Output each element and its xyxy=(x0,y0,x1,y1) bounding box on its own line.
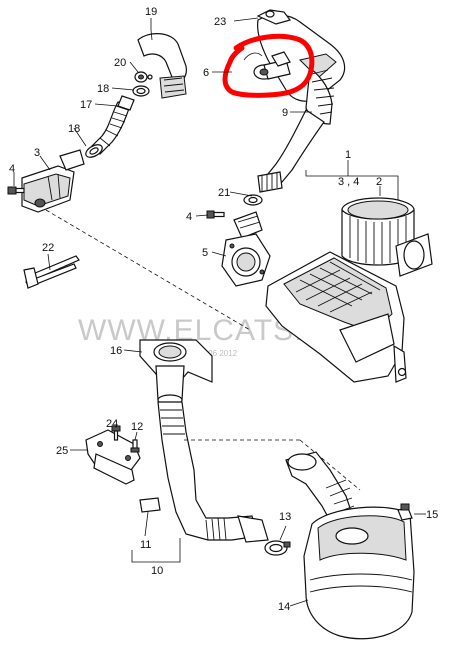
leader-lines xyxy=(13,17,426,607)
callout-3: 3 xyxy=(34,147,40,159)
flange-5 xyxy=(221,233,271,287)
callout-1: 1 xyxy=(345,149,351,161)
strap-22 xyxy=(23,255,80,289)
bolt-4-center xyxy=(206,210,225,219)
callout-labels: 19 20 18 17 18 23 6 9 3 4 1 3 , 4 2 21 4… xyxy=(9,6,438,613)
connector-elbow xyxy=(233,211,263,239)
callout-22: 22 xyxy=(42,242,54,254)
callout-18-lower: 18 xyxy=(68,123,80,135)
dashed-guide-lower-2 xyxy=(299,439,361,491)
clamp-21-lower xyxy=(243,194,263,206)
callout-17: 17 xyxy=(80,99,92,111)
callout-14: 14 xyxy=(278,601,290,613)
callout-6: 6 xyxy=(203,67,209,79)
red-highlight-loop xyxy=(222,33,315,98)
callout-16: 16 xyxy=(110,345,122,357)
bolt-15 xyxy=(397,503,413,521)
callout-5: 5 xyxy=(202,247,208,259)
duct-16 xyxy=(139,339,213,406)
hose-10 xyxy=(157,401,269,543)
clip-11 xyxy=(139,497,161,513)
callout-19: 19 xyxy=(145,6,157,18)
clamp-13 xyxy=(264,540,291,556)
corrugated-hose-17 xyxy=(91,95,135,155)
callout-11: 11 xyxy=(140,539,151,551)
hose-21 xyxy=(257,171,283,193)
callout-23: 23 xyxy=(214,16,226,28)
bracket-3 xyxy=(21,149,85,213)
clamp-23 xyxy=(256,9,292,25)
callout-20: 20 xyxy=(114,57,126,69)
callout-9: 9 xyxy=(282,107,288,119)
bracket-25 xyxy=(85,429,141,485)
callout-4-left: 4 xyxy=(9,163,15,175)
callout-15: 15 xyxy=(426,509,438,521)
callout-21: 21 xyxy=(218,187,230,199)
callout-10: 10 xyxy=(151,565,163,577)
callout-4-center: 4 xyxy=(186,211,192,223)
callout-12: 12 xyxy=(131,421,143,433)
upper-hose-19 xyxy=(137,33,187,99)
callout-2: 2 xyxy=(376,176,382,188)
callout-18-upper: 18 xyxy=(97,83,109,95)
air-filter-housing-1 xyxy=(265,251,407,383)
sensor-part-6 xyxy=(243,51,291,80)
clamp-18-lower xyxy=(85,144,103,158)
bolt-4-left xyxy=(7,186,25,195)
clamp-18-upper xyxy=(132,85,150,97)
callout-25: 25 xyxy=(56,445,68,457)
clamp-20 xyxy=(134,71,153,83)
dashed-guide-bracket xyxy=(45,209,251,331)
callout-24: 24 xyxy=(106,418,118,430)
air-filter-element-2 xyxy=(341,197,433,277)
resonator-14 xyxy=(285,451,415,640)
callout-13: 13 xyxy=(279,511,291,523)
callout-3-4: 3 , 4 xyxy=(338,176,359,188)
watermark-copyright: © 06 2012 xyxy=(200,349,238,358)
